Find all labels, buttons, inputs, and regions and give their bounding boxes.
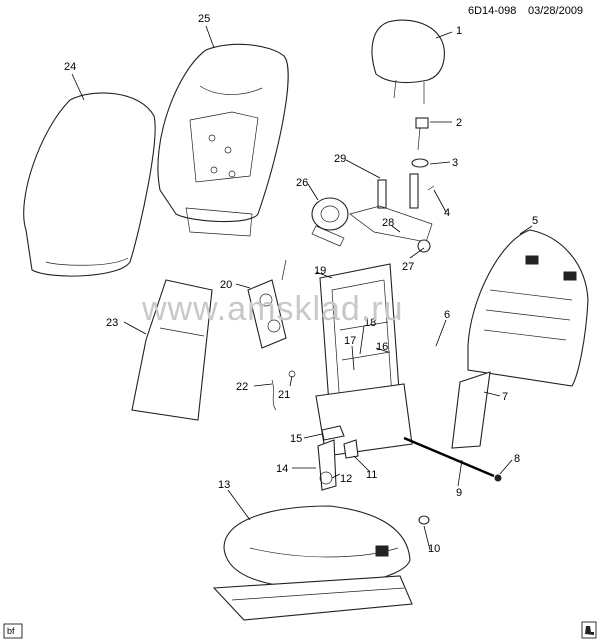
headrest-part — [371, 19, 445, 104]
corner-badge-text: bf — [7, 626, 15, 636]
switch-bezel-part — [343, 439, 359, 459]
callout-labels: 1 2 3 4 5 6 7 8 9 10 11 12 13 14 15 16 1… — [64, 13, 538, 555]
seat-fastener-part — [418, 515, 430, 525]
callout-26: 26 — [296, 177, 308, 189]
callout-4: 4 — [444, 207, 450, 219]
callout-24: 24 — [64, 61, 76, 73]
callout-13: 13 — [218, 479, 230, 491]
callout-10: 10 — [428, 543, 440, 555]
callout-28: 28 — [382, 217, 394, 229]
release-rod-part — [403, 436, 502, 482]
seat-symbol-icon — [581, 621, 597, 639]
actuator-bracket-part — [321, 425, 345, 441]
seatback-cover-part — [23, 92, 156, 277]
callout-8: 8 — [514, 453, 520, 465]
callout-12: 12 — [340, 473, 352, 485]
seat-cushion-part — [212, 505, 413, 621]
lumbar-actuator-part — [317, 439, 337, 491]
callout-21: 21 — [278, 389, 290, 401]
callout-23: 23 — [106, 317, 118, 329]
rear-trim-panel-part — [467, 229, 589, 387]
headrest-frame-part — [349, 173, 433, 243]
callout-16: 16 — [376, 341, 388, 353]
corner-badge: bf — [3, 623, 23, 639]
callout-5: 5 — [532, 215, 538, 227]
callout-1: 1 — [456, 25, 462, 37]
leader-lines — [71, 25, 533, 551]
callout-9: 9 — [456, 487, 462, 499]
diagram-date: 03/28/2009 — [528, 5, 583, 17]
callout-14: 14 — [276, 463, 288, 475]
callout-2: 2 — [456, 117, 462, 129]
back-panel-part — [131, 279, 213, 421]
callout-11: 11 — [366, 469, 377, 481]
seatback-cushion-part — [157, 43, 289, 237]
callout-25: 25 — [198, 13, 210, 25]
small-screw-part — [427, 185, 435, 191]
callout-27: 27 — [402, 261, 414, 273]
map-pocket-part — [451, 371, 491, 449]
recliner-mechanism-part — [247, 259, 287, 349]
callout-15: 15 — [290, 433, 302, 445]
guide-bushing-part — [411, 158, 429, 168]
callout-3: 3 — [452, 157, 458, 169]
watermark-text: www.amsklad.ru — [141, 290, 404, 328]
lumbar-motor-part — [311, 197, 349, 247]
callout-17: 17 — [344, 335, 356, 347]
callout-7: 7 — [502, 391, 508, 403]
pivot-link-part — [417, 239, 431, 253]
callout-19: 19 — [314, 265, 326, 277]
headrest-guide-part — [415, 117, 429, 151]
callout-20: 20 — [220, 279, 232, 291]
callout-29: 29 — [334, 153, 346, 165]
callout-22: 22 — [236, 381, 248, 393]
callout-6: 6 — [444, 309, 450, 321]
callout-18: 18 — [364, 317, 376, 329]
diagram-code: 6D14-098 — [468, 5, 516, 17]
seatback-frame-part — [315, 263, 413, 457]
